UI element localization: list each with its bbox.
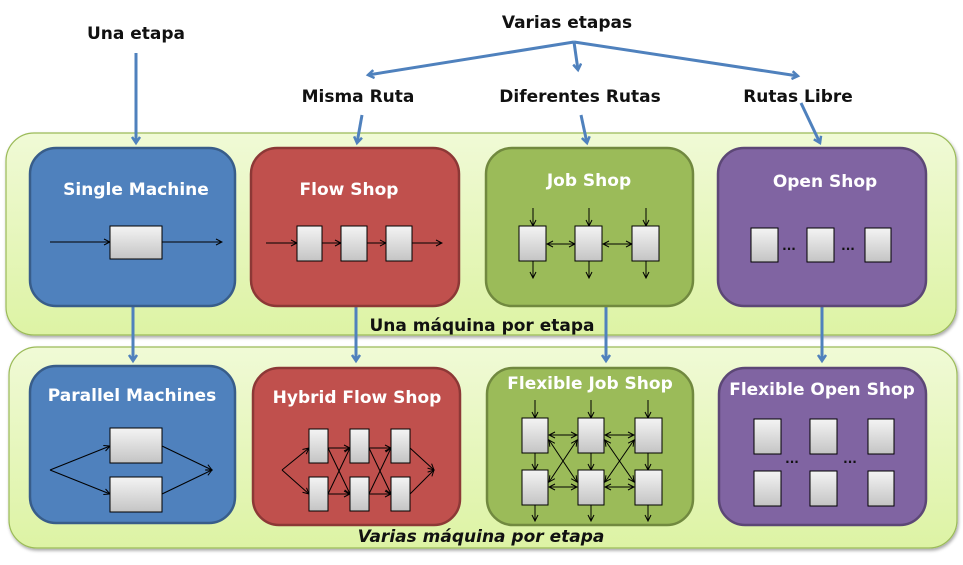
- machine: [521, 417, 549, 454]
- machine: [867, 418, 895, 455]
- machine: [806, 227, 835, 263]
- arrow-varias-to-libre: [573, 40, 798, 76]
- machine: [308, 476, 329, 512]
- machine: [340, 225, 368, 262]
- machine: [385, 225, 413, 262]
- box-job-shop: Job Shop: [484, 146, 695, 308]
- machine: [574, 225, 603, 262]
- box-open-shop: Open Shop ... ...: [716, 146, 928, 308]
- machine: [109, 427, 163, 464]
- arrow-libre-to-open: [799, 102, 820, 143]
- machine: [577, 417, 605, 454]
- band-label-single-stage: Una máquina por etapa: [370, 316, 595, 336]
- machine: [296, 225, 323, 262]
- title-flexible-job-shop: Flexible Job Shop: [507, 374, 673, 394]
- machine: [634, 469, 663, 506]
- machine: [750, 227, 779, 263]
- machine: [521, 469, 549, 506]
- title-parallel-machines: Parallel Machines: [48, 386, 216, 406]
- box-single-machine: Single Machine: [28, 146, 237, 308]
- title-hybrid-flow-shop: Hybrid Flow Shop: [273, 388, 442, 408]
- title-flexible-open-shop: Flexible Open Shop: [729, 380, 915, 400]
- machine: [864, 227, 892, 263]
- box-flow-shop: Flow Shop: [249, 146, 461, 308]
- box-hybrid-flow-shop: Hybrid Flow Shop: [251, 366, 462, 527]
- title-single-machine: Single Machine: [63, 180, 209, 200]
- machine: [631, 225, 660, 262]
- title-job-shop: Job Shop: [546, 171, 631, 191]
- label-misma-ruta: Misma Ruta: [302, 87, 415, 107]
- machine: [308, 428, 329, 464]
- box-flexible-open-shop: Flexible Open Shop ... ...: [717, 366, 928, 527]
- machine: [634, 417, 663, 454]
- ellipsis: ...: [843, 452, 857, 466]
- label-varias-etapas: Varias etapas: [502, 13, 632, 33]
- box-parallel-machines: Parallel Machines: [28, 364, 237, 525]
- ellipsis: ...: [841, 239, 855, 253]
- title-flow-shop: Flow Shop: [300, 180, 399, 200]
- machine: [809, 470, 838, 507]
- machine: [390, 476, 411, 512]
- machine: [109, 225, 163, 260]
- title-open-shop: Open Shop: [773, 172, 877, 192]
- label-rutas-libre: Rutas Libre: [743, 87, 853, 107]
- machine: [577, 469, 605, 506]
- label-diferentes-rutas: Diferentes Rutas: [499, 87, 660, 107]
- ellipsis: ...: [785, 452, 799, 466]
- machine: [809, 418, 838, 455]
- box-flexible-job-shop: Flexible Job Shop: [485, 366, 695, 527]
- arrow-diferentes-to-job: [579, 114, 587, 143]
- arrow-misma-to-flow: [357, 114, 364, 143]
- machine: [867, 470, 895, 507]
- machine: [349, 476, 370, 512]
- machine: [753, 418, 782, 455]
- band-label-multi-stage: Varias máquina por etapa: [358, 527, 605, 547]
- ellipsis: ...: [782, 239, 796, 253]
- machine: [109, 476, 163, 513]
- machine: [753, 470, 782, 507]
- machine: [349, 428, 370, 464]
- label-una-etapa: Una etapa: [87, 24, 185, 44]
- arrow-varias-to-misma: [368, 40, 575, 75]
- machine: [518, 225, 547, 262]
- machine: [390, 428, 411, 464]
- arrow-varias-to-diferentes: [574, 41, 578, 70]
